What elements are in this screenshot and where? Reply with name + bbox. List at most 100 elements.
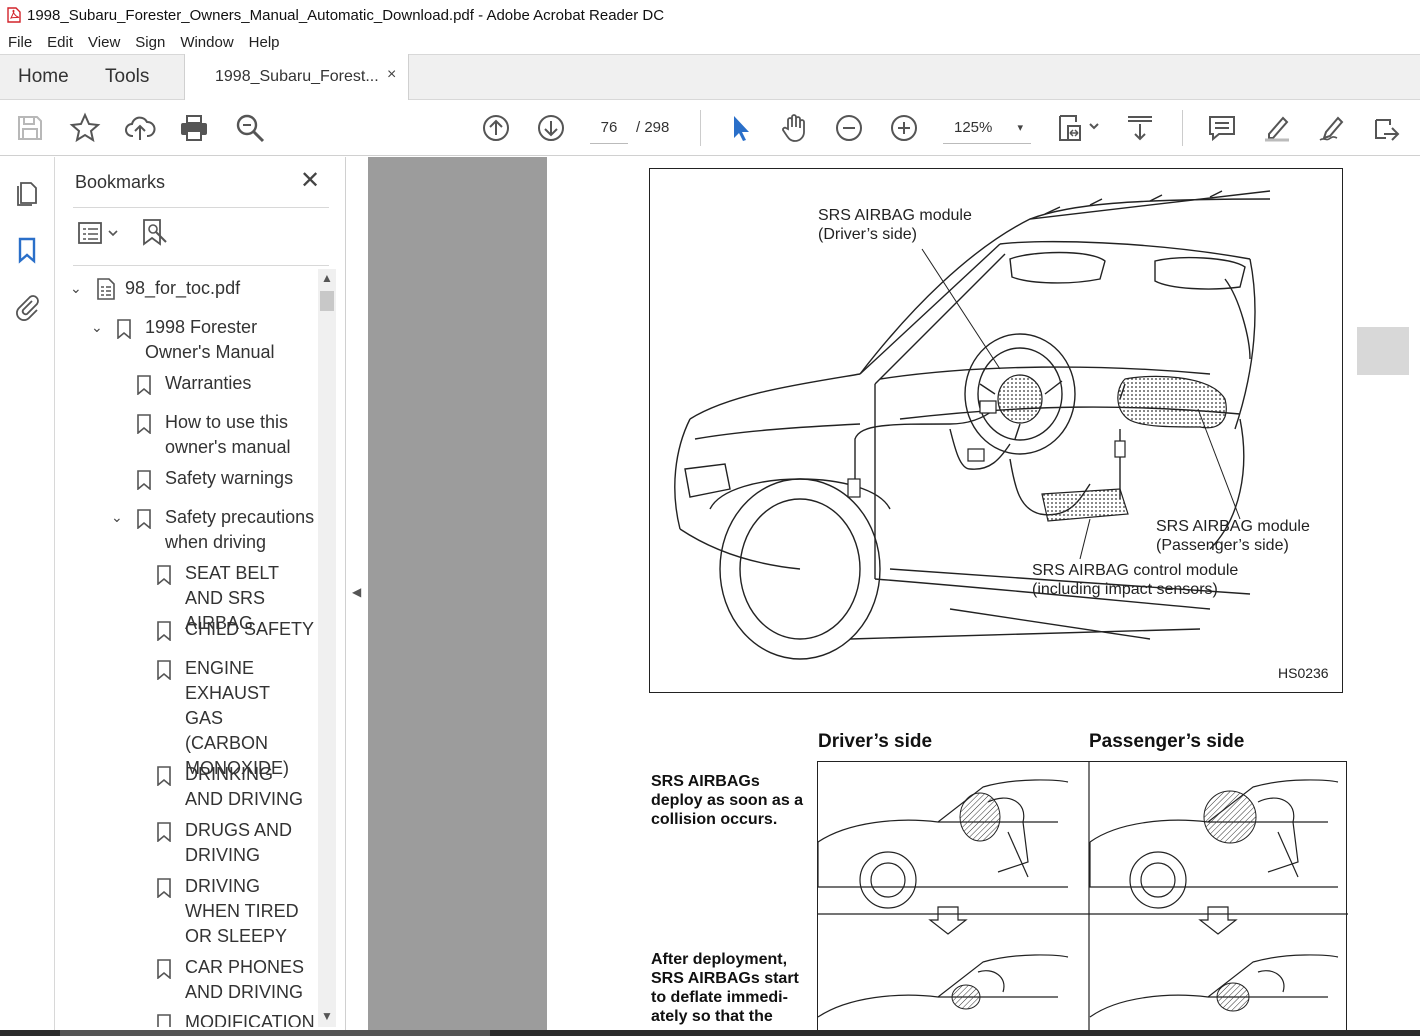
bookmark-item[interactable]: ENGINE EXHAUST GAS (CARBON MONOXIDE) [56, 656, 316, 778]
find-bookmark-icon[interactable] [139, 217, 171, 254]
page-total: / 298 [636, 119, 670, 136]
scrollbar-thumb[interactable] [320, 291, 334, 311]
upload-cloud-icon[interactable] [124, 112, 156, 144]
next-page-icon[interactable] [535, 112, 567, 144]
menu-edit[interactable]: Edit [47, 33, 74, 51]
bookmark-label: 1998 Forester Owner's Manual [145, 317, 275, 362]
bookmark-item[interactable]: Safety warnings [56, 466, 316, 492]
pdf-page: SRS AIRBAG module (Driver’s side) SRS AI… [547, 157, 1411, 1036]
bookmark-options-icon[interactable] [77, 219, 123, 254]
tab-document-label: 1998_Subaru_Forest... [215, 68, 379, 85]
bookmarks-title: Bookmarks [75, 172, 166, 192]
menu-sign[interactable]: Sign [135, 33, 166, 51]
bookmarks-panel: Bookmarks ✕ ⌄ 98_for_toc.pdf ⌄ 1998 Fore… [56, 157, 346, 1036]
scroll-up-icon[interactable]: ▲ [321, 271, 333, 285]
bookmark-item[interactable]: ⌄ Safety precautions when driving [56, 505, 316, 557]
highlight-pen-icon[interactable] [1261, 112, 1293, 144]
zoom-search-icon[interactable] [234, 112, 266, 144]
bookmark-label: MODIFICATION [185, 1012, 315, 1027]
zoom-in-icon[interactable] [888, 112, 920, 144]
page-thumbnails-icon[interactable] [12, 177, 42, 207]
bookmark-label: CHILD SAFETY [185, 619, 315, 639]
bookmark-label: 98_for_toc.pdf [125, 278, 241, 298]
menu-file[interactable]: File [8, 33, 33, 51]
deflate-description: After deployment, SRS AIRBAGs start to d… [651, 951, 799, 1025]
document-scrollbar-thumb[interactable] [1357, 327, 1409, 375]
bookmark-item[interactable]: Warranties [56, 371, 316, 397]
scroll-down-icon[interactable]: ▼ [321, 1009, 333, 1023]
sign-icon[interactable] [1316, 112, 1348, 144]
attachments-paperclip-icon[interactable] [12, 291, 42, 321]
select-cursor-icon[interactable] [724, 112, 756, 144]
tab-bar: Home Tools 1998_Subaru_Forest... × [0, 54, 1420, 101]
bookmark-label: Safety warnings [165, 468, 294, 488]
more-tools-icon[interactable] [1370, 112, 1402, 144]
hand-tool-icon[interactable] [778, 112, 810, 144]
title-bar: 1998_Subaru_Forester_Owners_Manual_Autom… [0, 0, 1420, 30]
tab-tools[interactable]: Tools [105, 66, 150, 87]
tab-close-button[interactable]: × [387, 66, 397, 83]
close-icon[interactable]: ✕ [300, 167, 321, 194]
column-heading-passenger: Passenger’s side [1089, 731, 1245, 752]
bookmark-icon [137, 509, 151, 530]
collapse-panel-icon[interactable]: ◀ [352, 585, 362, 599]
chevron-down-icon[interactable]: ⌄ [91, 319, 103, 335]
save-icon[interactable] [14, 112, 46, 144]
airbag-deployment-figure [817, 761, 1348, 1036]
bookmarks-scrollbar[interactable]: ▲ ▼ [318, 269, 336, 1027]
car-cutaway-illustration [674, 190, 1271, 660]
label-driver-airbag: SRS AIRBAG module (Driver’s side) [818, 207, 972, 243]
bookmark-item[interactable]: ⌄ 98_for_toc.pdf [56, 276, 316, 302]
document-scrollbar-track[interactable] [1409, 157, 1420, 1036]
previous-page-icon[interactable] [480, 112, 512, 144]
menu-view[interactable]: View [88, 33, 121, 51]
chevron-down-icon[interactable]: ⌄ [111, 509, 123, 525]
bookmarks-panel-icon[interactable] [12, 235, 42, 265]
bookmark-tree: ⌄ 98_for_toc.pdf ⌄ 1998 Forester Owner's… [56, 267, 318, 1027]
bookmark-item[interactable]: How to use this owner's manual [56, 410, 316, 462]
bookmark-item[interactable]: MODIFICATION [56, 1010, 316, 1027]
menu-bar: File Edit View Sign Window Help [0, 30, 1420, 54]
menu-help[interactable]: Help [248, 33, 280, 51]
tab-home[interactable]: Home [18, 66, 69, 87]
bookmark-star-icon[interactable] [69, 112, 101, 144]
figure-code: HS0236 [1278, 665, 1329, 681]
document-view[interactable]: SRS AIRBAG module (Driver’s side) SRS AI… [368, 157, 1420, 1036]
scroll-mode-icon[interactable] [1124, 112, 1156, 144]
bookmark-icon [157, 660, 171, 681]
bookmark-icon [157, 1014, 171, 1027]
page-fit-icon[interactable] [1056, 112, 1102, 144]
zoom-level-select[interactable]: 125% ▾ [943, 112, 1031, 144]
bookmark-icon [157, 565, 171, 586]
bookmark-item[interactable]: CHILD SAFETY [56, 617, 316, 643]
bookmark-label: How to use this owner's manual [165, 412, 291, 457]
comment-icon[interactable] [1206, 112, 1238, 144]
bookmark-icon [157, 621, 171, 642]
bookmark-icon [157, 959, 171, 980]
column-heading-driver: Driver’s side [818, 731, 933, 752]
tab-document[interactable]: 1998_Subaru_Forest... × [184, 54, 409, 101]
pdf-document-icon [95, 277, 117, 308]
page-number-input[interactable]: 76 [590, 112, 628, 144]
label-control-module: SRS AIRBAG control module (including imp… [1032, 562, 1239, 598]
bookmark-label: Safety precautions when driving [165, 507, 315, 552]
bookmark-item[interactable]: DRUGS AND DRIVING [56, 818, 316, 870]
zoom-level-value: 125% [954, 119, 993, 136]
bookmark-icon [137, 414, 151, 435]
menu-window[interactable]: Window [180, 33, 234, 51]
bookmark-item[interactable]: CAR PHONES AND DRIVING [56, 955, 316, 1007]
toolbar-separator [700, 110, 701, 146]
zoom-out-icon[interactable] [833, 112, 865, 144]
bookmark-label: DRUGS AND DRIVING [185, 820, 293, 865]
panel-collapse-strip[interactable]: ◀ [346, 157, 368, 1036]
bookmark-label: Warranties [165, 373, 252, 393]
bookmark-icon [157, 822, 171, 843]
bookmark-item[interactable]: DRIVING WHEN TIRED OR SLEEPY [56, 874, 316, 951]
chevron-down-icon[interactable]: ⌄ [70, 280, 82, 296]
print-icon[interactable] [178, 112, 210, 144]
bookmark-item[interactable]: SEAT BELT AND SRS AIRBAG [56, 561, 316, 633]
bookmark-item[interactable]: ⌄ 1998 Forester Owner's Manual [56, 315, 316, 367]
bookmark-item[interactable]: DRINKING AND DRIVING [56, 762, 316, 814]
bookmarks-toolbar [73, 215, 329, 255]
divider [73, 265, 329, 266]
